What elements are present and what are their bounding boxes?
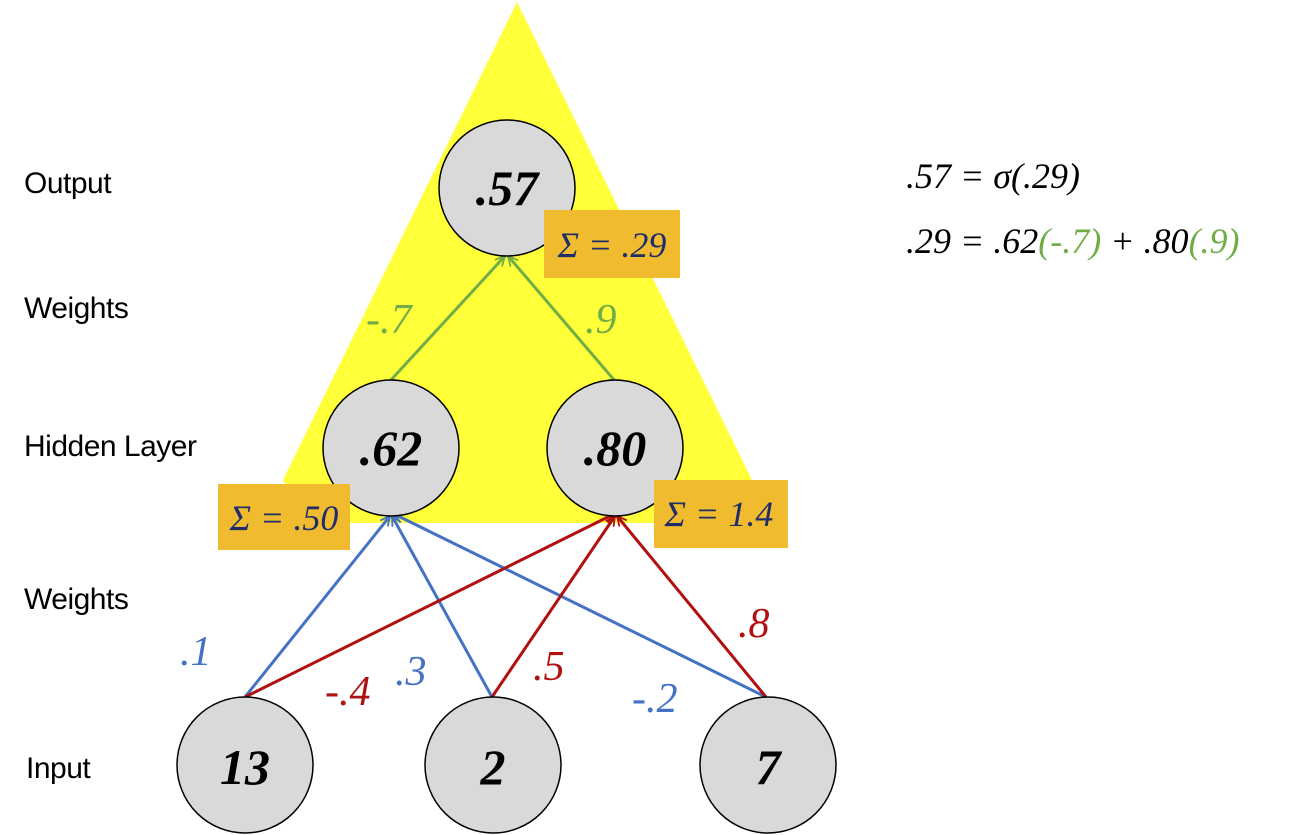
- sum-box-hidden-2: Σ = 1.4: [654, 480, 788, 548]
- weight-in1-h2: -.4: [325, 669, 371, 715]
- node-output-value: .57: [476, 160, 541, 216]
- node-hidden-2: .80: [546, 379, 684, 517]
- weight-in1-h1: .1: [180, 629, 212, 675]
- node-input-1-value: 13: [220, 739, 270, 795]
- node-hidden-1-value: .62: [360, 420, 423, 476]
- label-input: Input: [26, 752, 91, 785]
- equation-line-2-weight-a: (-.7): [1038, 221, 1101, 261]
- node-input-2: 2: [424, 696, 562, 834]
- equation-line-2-weight-b: (.9): [1189, 221, 1240, 261]
- edge-in2-h1: [390, 516, 494, 698]
- edge-in3-h2: [617, 516, 768, 698]
- node-hidden-1: .62: [322, 379, 460, 517]
- edge-in3-h1: [394, 512, 767, 699]
- node-output: .57: [438, 119, 576, 257]
- edge-in1-h2: [244, 512, 614, 699]
- label-weights-bottom: Weights: [24, 583, 128, 616]
- edge-in1-h1: [243, 516, 390, 698]
- weight-in2-h2: .5: [533, 644, 565, 690]
- sum-box-output: Σ = .29: [544, 210, 680, 278]
- weight-h1-out: -.7: [366, 297, 413, 343]
- equation-line-2: .29 = .62(-.7) + .80(.9): [906, 221, 1240, 261]
- edge-h1-out: [388, 256, 505, 383]
- weight-in3-h2: .8: [738, 601, 770, 647]
- label-hidden-layer: Hidden Layer: [24, 430, 197, 463]
- edge-in2-h2: [490, 516, 617, 698]
- equation-line-2-part-a: .29 = .62: [906, 221, 1038, 261]
- sum-hidden-2-text: Σ = 1.4: [664, 494, 774, 534]
- sum-box-hidden-1: Σ = .50: [218, 484, 350, 550]
- sum-hidden-1-text: Σ = .50: [229, 498, 339, 538]
- label-weights-top: Weights: [24, 292, 128, 325]
- equation-line-1: .57 = σ(.29): [906, 156, 1080, 196]
- node-hidden-2-value: .80: [584, 420, 647, 476]
- node-input-2-value: 2: [480, 739, 506, 795]
- weight-in2-h1: .3: [395, 649, 427, 695]
- node-input-3-value: 7: [756, 739, 783, 795]
- label-output: Output: [24, 167, 112, 200]
- node-input-3: 7: [699, 696, 837, 834]
- equation-line-2-part-c: + .80: [1101, 221, 1188, 261]
- edge-h2-out: [508, 256, 617, 382]
- node-input-1: 13: [176, 696, 314, 834]
- weight-h2-out: .9: [585, 297, 617, 343]
- weight-in3-h1: -.2: [632, 676, 678, 722]
- sum-output-text: Σ = .29: [557, 225, 667, 265]
